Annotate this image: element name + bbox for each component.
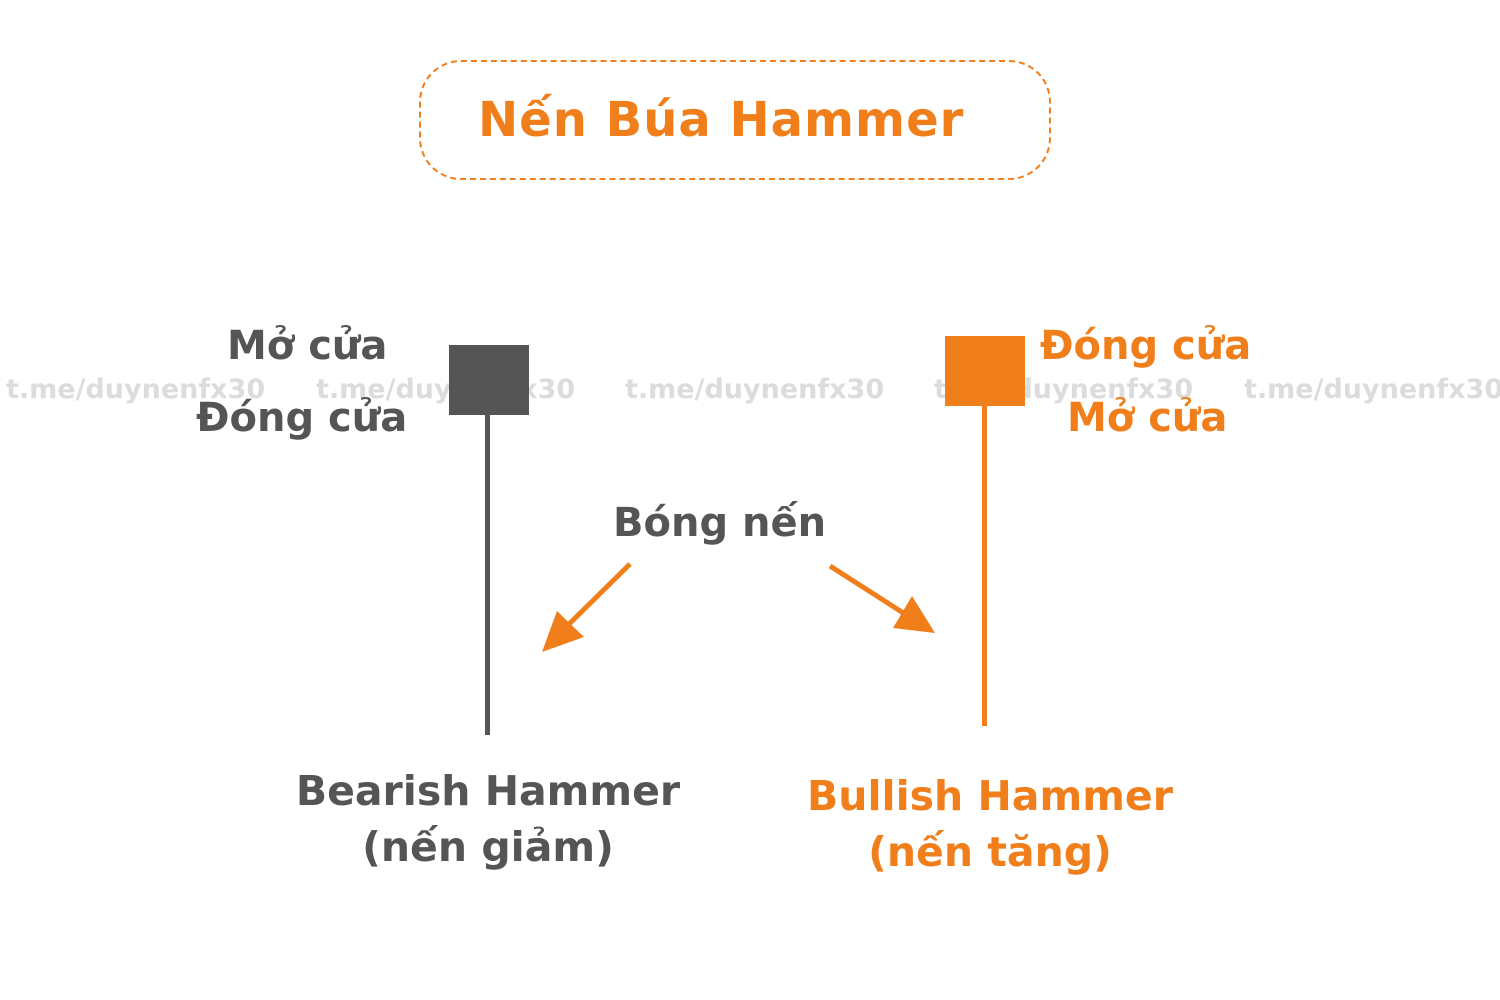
arrow-left-line xyxy=(560,562,632,633)
shadow-label: Bóng nến xyxy=(613,500,827,546)
bearish-candle-body xyxy=(449,345,529,415)
watermark-text: t.me/duynenfx30 xyxy=(6,374,266,405)
bullish-name: Bullish Hammer xyxy=(807,772,1173,820)
bearish-open-label: Mở cửa xyxy=(227,323,388,369)
watermark-text: t.me/duynenfx30 xyxy=(1244,374,1500,405)
watermark-text: t.me/duynenfx30 xyxy=(625,374,885,405)
arrow-left-head xyxy=(542,611,584,652)
bullish-candle-body xyxy=(945,336,1025,406)
bullish-close-label: Đóng cửa xyxy=(1040,323,1252,369)
bearish-candle-shadow xyxy=(485,415,490,735)
watermark-text: t.me/duynenfx30 xyxy=(316,374,576,405)
arrow-right-line xyxy=(828,563,910,619)
title-frame xyxy=(419,60,1051,180)
diagram-title: Nến Búa Hammer xyxy=(478,92,965,148)
bullish-subtitle: (nến tăng) xyxy=(868,828,1112,876)
bullish-candle-shadow xyxy=(982,406,987,726)
arrow-right-head xyxy=(893,596,935,633)
bullish-open-label: Mở cửa xyxy=(1067,395,1228,441)
bearish-name: Bearish Hammer xyxy=(295,767,681,815)
bearish-close-label: Đóng cửa xyxy=(196,395,408,441)
bearish-subtitle: (nến giảm) xyxy=(362,823,614,871)
